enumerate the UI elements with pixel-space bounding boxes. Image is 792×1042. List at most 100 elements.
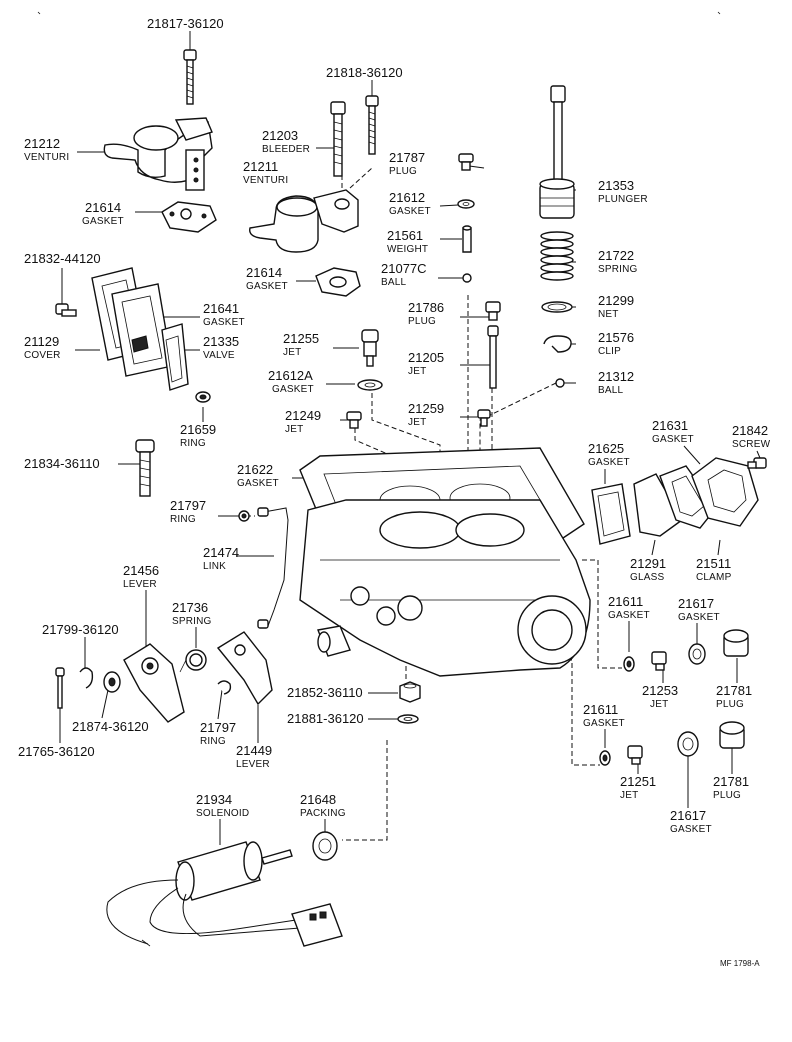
- part-washer-21799-36120[interactable]: [79, 667, 94, 689]
- callout-21249[interactable]: 21249: [285, 408, 321, 423]
- part-carburetor-body[interactable]: [299, 499, 591, 677]
- part-jet-21251[interactable]: [627, 745, 643, 765]
- part-nut-21852-36110[interactable]: [399, 681, 421, 703]
- part-gasket-21612[interactable]: [457, 199, 475, 209]
- callout-21353[interactable]: 21353: [598, 178, 634, 193]
- callout-21817-36120[interactable]: 21817-36120: [147, 16, 224, 31]
- part-packing-21648[interactable]: [312, 831, 338, 861]
- callout-21787[interactable]: 21787: [389, 150, 425, 165]
- part-lever-21456[interactable]: [123, 643, 185, 723]
- part-lever-21449[interactable]: [216, 631, 273, 706]
- callout-21631[interactable]: 21631: [652, 418, 688, 433]
- part-ring-21797-upper[interactable]: [238, 510, 250, 522]
- callout-21617-b[interactable]: 21617: [670, 808, 706, 823]
- callout-21659[interactable]: 21659: [180, 422, 216, 437]
- callout-21765-36120[interactable]: 21765-36120: [18, 744, 95, 759]
- callout-21612A[interactable]: 21612A: [268, 368, 313, 383]
- part-gasket-21614-lower[interactable]: [315, 267, 361, 297]
- part-gasket-21611-lower[interactable]: [599, 750, 611, 766]
- callout-21614-b[interactable]: 21614: [246, 265, 282, 280]
- callout-21832-44120[interactable]: 21832-44120: [24, 251, 101, 266]
- part-plug-21786[interactable]: [485, 301, 501, 321]
- part-clamp-21511[interactable]: [691, 457, 759, 527]
- callout-21259[interactable]: 21259: [408, 401, 444, 416]
- part-valve-21335[interactable]: [161, 323, 189, 391]
- callout-21648[interactable]: 21648: [300, 792, 336, 807]
- callout-21474[interactable]: 21474: [203, 545, 239, 560]
- callout-21722[interactable]: 21722: [598, 248, 634, 263]
- callout-21576[interactable]: 21576: [598, 330, 634, 345]
- callout-21881-36120[interactable]: 21881-36120: [287, 711, 364, 726]
- part-screw-21842[interactable]: [747, 457, 767, 469]
- part-weight-21561[interactable]: [462, 225, 472, 253]
- callout-21077C[interactable]: 21077C: [381, 261, 427, 276]
- callout-21203[interactable]: 21203: [262, 128, 298, 143]
- part-net-21299[interactable]: [541, 301, 573, 313]
- part-gasket-21617-lower[interactable]: [677, 731, 699, 757]
- callout-21818-36120[interactable]: 21818-36120: [326, 65, 403, 80]
- callout-21312[interactable]: 21312: [598, 369, 634, 384]
- callout-21611-a[interactable]: 21611: [608, 594, 643, 609]
- callout-21797-a[interactable]: 21797: [170, 498, 206, 513]
- callout-21253[interactable]: 21253: [642, 683, 678, 698]
- part-spring-21736[interactable]: [179, 649, 207, 673]
- part-screw-21765-36120[interactable]: [55, 667, 65, 709]
- callout-21781-a[interactable]: 21781: [716, 683, 752, 698]
- part-plunger-21353[interactable]: [539, 85, 575, 219]
- part-glass-21291[interactable]: [633, 473, 683, 537]
- callout-21211[interactable]: 21211: [243, 159, 278, 174]
- callout-21129[interactable]: 21129: [24, 334, 59, 349]
- part-washer-21874-36120[interactable]: [103, 671, 121, 693]
- part-link-21474[interactable]: [257, 507, 289, 629]
- part-venturi-21212[interactable]: [103, 117, 213, 191]
- part-plug-21781-lower[interactable]: [719, 721, 745, 749]
- callout-21617-a[interactable]: 21617: [678, 596, 714, 611]
- part-clip-21576[interactable]: [543, 335, 572, 353]
- part-jet-21253[interactable]: [651, 651, 667, 671]
- part-gasket-21611-upper[interactable]: [623, 656, 635, 672]
- callout-21611-b[interactable]: 21611: [583, 702, 618, 717]
- callout-21874-36120[interactable]: 21874-36120: [72, 719, 149, 734]
- callout-21781-b[interactable]: 21781: [713, 774, 749, 789]
- part-plug-21787[interactable]: [458, 153, 474, 171]
- callout-21299[interactable]: 21299: [598, 293, 634, 308]
- callout-21799-36120[interactable]: 21799-36120: [42, 622, 119, 637]
- part-solenoid-21934[interactable]: [106, 841, 343, 947]
- callout-21797-b[interactable]: 21797: [200, 720, 236, 735]
- part-bleeder-21203[interactable]: [330, 101, 346, 177]
- part-plug-21781-upper[interactable]: [723, 629, 749, 657]
- part-ring-21659[interactable]: [195, 391, 211, 403]
- part-gasket-21625[interactable]: [591, 483, 631, 545]
- callout-21561[interactable]: 21561: [387, 228, 423, 243]
- callout-21449[interactable]: 21449: [236, 743, 272, 758]
- part-screw-21834-36110[interactable]: [135, 439, 155, 497]
- part-gasket-21617-upper[interactable]: [688, 643, 706, 665]
- part-ring-21797-lower[interactable]: [217, 680, 232, 695]
- part-gasket-21614-upper[interactable]: [161, 201, 217, 233]
- part-screw-21817-36120[interactable]: [183, 49, 197, 105]
- callout-21511[interactable]: 21511: [696, 556, 731, 571]
- part-venturi-21211[interactable]: [249, 189, 359, 253]
- callout-21255[interactable]: 21255: [283, 331, 319, 346]
- part-jet-21205[interactable]: [487, 325, 499, 389]
- part-ball-21077C[interactable]: [462, 273, 472, 283]
- part-jet-21259[interactable]: [477, 409, 491, 427]
- callout-21834-36110[interactable]: 21834-36110: [24, 456, 100, 471]
- callout-21641[interactable]: 21641: [203, 301, 239, 316]
- part-ball-21312[interactable]: [555, 378, 565, 388]
- part-washer-21881-36120[interactable]: [397, 714, 419, 724]
- callout-21612[interactable]: 21612: [389, 190, 425, 205]
- callout-21736[interactable]: 21736: [172, 600, 208, 615]
- part-jet-21249[interactable]: [346, 411, 362, 429]
- callout-21622[interactable]: 21622: [237, 462, 273, 477]
- part-screw-21832-44120[interactable]: [55, 303, 77, 317]
- callout-21852-36110[interactable]: 21852-36110: [287, 685, 363, 700]
- callout-21251[interactable]: 21251: [620, 774, 656, 789]
- callout-21934[interactable]: 21934: [196, 792, 232, 807]
- callout-21625[interactable]: 21625: [588, 441, 624, 456]
- callout-21291[interactable]: 21291: [630, 556, 666, 571]
- callout-21842[interactable]: 21842: [732, 423, 768, 438]
- part-jet-21255[interactable]: [361, 329, 379, 367]
- part-gasket-21641[interactable]: [111, 283, 173, 377]
- callout-21205[interactable]: 21205: [408, 350, 444, 365]
